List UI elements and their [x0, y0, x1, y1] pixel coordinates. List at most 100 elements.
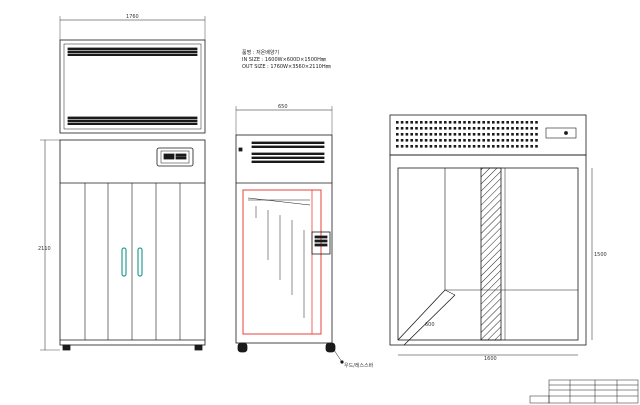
vent-hole [410, 127, 413, 130]
vent-hole [516, 145, 519, 148]
vent-hole [420, 145, 423, 148]
vent-hole [535, 133, 538, 136]
vent-hole [410, 145, 413, 148]
vent-hole [458, 145, 461, 148]
vent-hole [516, 121, 519, 124]
vent-hole [439, 139, 442, 142]
vent-hole [420, 139, 423, 142]
vent-hole [520, 121, 524, 124]
front-cabinet [59, 139, 206, 346]
vent-hole [496, 133, 500, 136]
caster-callout-leader [333, 349, 343, 363]
vent-hole [439, 133, 442, 136]
vent-hole [448, 133, 452, 136]
vent-hole [520, 133, 524, 136]
vent-hole [492, 127, 495, 130]
vent-hole [520, 127, 524, 130]
vent-hole [400, 121, 404, 124]
vent-hole [434, 139, 437, 142]
vent-hole [468, 139, 471, 142]
vent-hole [439, 127, 442, 130]
vent-hole [434, 121, 437, 124]
vent-hole [400, 127, 404, 130]
vent-hole [420, 127, 423, 130]
vent-hole [415, 145, 418, 148]
vent-hole [496, 145, 500, 148]
vent-hole [453, 121, 457, 124]
vent-hole [520, 139, 524, 142]
vent-hole [530, 133, 533, 136]
vent-hole [444, 121, 447, 124]
vent-hole [410, 139, 413, 142]
vent-hole [511, 121, 514, 124]
side-view [235, 106, 344, 364]
vent-hole [420, 133, 423, 136]
vent-hole [525, 133, 529, 136]
vent-hole [506, 145, 509, 148]
vent-hole [487, 121, 490, 124]
vent-hole [535, 145, 538, 148]
vent-hole [448, 139, 452, 142]
vent-hole [516, 127, 519, 130]
vent-hole [487, 133, 490, 136]
front-upper-panel [59, 39, 206, 134]
vent-hole [492, 145, 495, 148]
vent-hole [429, 121, 433, 124]
vent-hole [405, 139, 409, 142]
vent-hole [477, 133, 481, 136]
vent-hole [463, 127, 466, 130]
vent-hole [453, 145, 457, 148]
vent-hole [396, 139, 399, 142]
vent-hole [434, 127, 437, 130]
vent-hole [492, 121, 495, 124]
vent-hole [453, 133, 457, 136]
vent-hole [477, 139, 481, 142]
title-block [529, 379, 639, 404]
vent-hole [492, 139, 495, 142]
spec-in-size: IN SIZE : 1600W×600D×1500H㎜ [242, 57, 326, 63]
vent-hole [396, 127, 399, 130]
vent-hole [444, 145, 447, 148]
front-height-label: 2110 [38, 246, 51, 252]
vent-hole [492, 133, 495, 136]
vent-hole [472, 127, 476, 130]
vent-hole [472, 133, 476, 136]
vent-hole [458, 121, 461, 124]
vent-hole [482, 145, 485, 148]
vent-hole [424, 133, 428, 136]
vent-hole [496, 121, 500, 124]
vent-hole [429, 133, 433, 136]
right-door-handle [137, 247, 143, 277]
vent-hole [415, 121, 418, 124]
side-caster-right [325, 342, 336, 353]
vent-hole [535, 121, 538, 124]
vent-hole [444, 127, 447, 130]
spec-name: 품명 : 저온배양기 [242, 50, 280, 56]
vent-hole [415, 133, 418, 136]
diagonal-label: 600 [425, 322, 435, 328]
hatched-column [480, 167, 502, 341]
vent-hole [400, 145, 404, 148]
vent-hole [496, 127, 500, 130]
vent-hole [424, 121, 428, 124]
vent-grid [396, 121, 538, 148]
vent-hole [396, 121, 399, 124]
side-caster-left [237, 342, 248, 353]
vent-hole [487, 127, 490, 130]
vent-hole [448, 121, 452, 124]
vent-hole [463, 133, 466, 136]
vent-hole [477, 121, 481, 124]
front-view [40, 16, 206, 351]
vent-hole [396, 133, 399, 136]
vent-hole [530, 145, 533, 148]
vent-hole [463, 121, 466, 124]
vent-hole [482, 139, 485, 142]
vent-hole [482, 127, 485, 130]
vent-hole [410, 133, 413, 136]
vent-hole [434, 145, 437, 148]
inner-chamber-outline [242, 189, 322, 335]
vent-hole [535, 139, 538, 142]
vent-hole [506, 133, 509, 136]
left-door-handle [121, 247, 127, 277]
